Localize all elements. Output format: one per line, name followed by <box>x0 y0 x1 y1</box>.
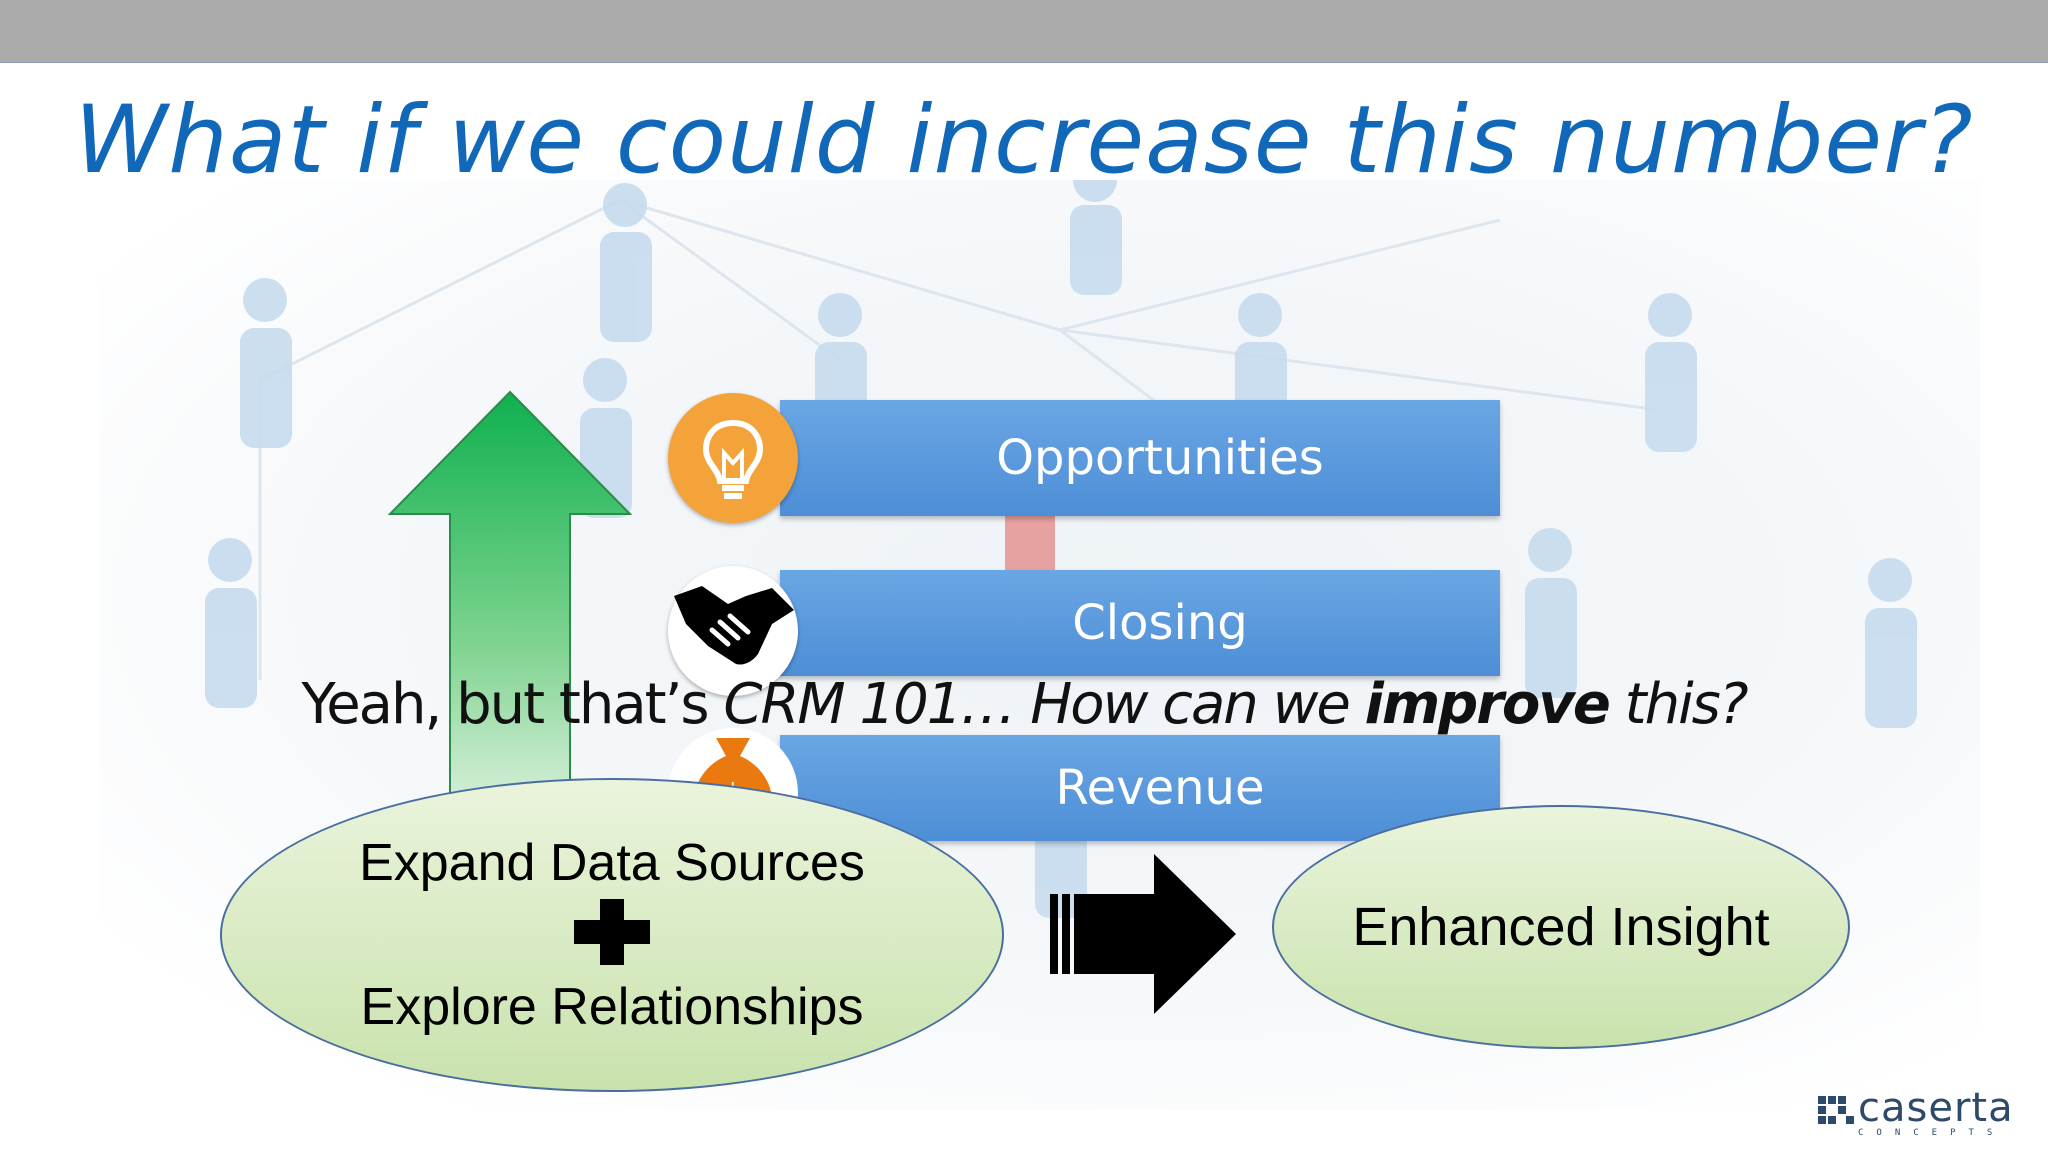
revenue-bar: Revenue <box>780 735 1500 841</box>
logo-tagline: CONCEPTS <box>1858 1128 2006 1138</box>
question-emphasis: improve <box>1364 672 1611 737</box>
lightbulb-icon <box>668 393 798 523</box>
slide-title: What if we could increase this number? <box>74 86 1974 195</box>
question-part-1: Yeah, but that’s <box>301 672 724 737</box>
opportunities-bar: Opportunities <box>780 400 1500 516</box>
right-ellipse: Enhanced Insight <box>1272 805 1850 1049</box>
enhanced-insight-label: Enhanced Insight <box>1352 897 1770 957</box>
question-part-2: CRM 101… How can we <box>723 672 1365 737</box>
expand-data-sources-label: Expand Data Sources <box>359 834 865 892</box>
caserta-logo: caserta CONCEPTS <box>1818 1088 2014 1138</box>
left-ellipse: Expand Data Sources Explore Relationship… <box>220 778 1004 1092</box>
top-bar <box>0 0 2048 63</box>
caserta-logo-mark <box>1818 1096 1854 1124</box>
up-arrow <box>387 390 633 810</box>
opportunities-label: Opportunities <box>996 430 1324 486</box>
plus-icon <box>574 899 650 965</box>
people-network-illustration <box>205 158 1917 918</box>
handshake-icon <box>668 566 798 696</box>
question-part-4: this? <box>1608 672 1749 737</box>
closing-bar: Closing <box>780 570 1500 676</box>
explore-relationships-label: Explore Relationships <box>360 978 864 1036</box>
closing-label: Closing <box>1072 595 1248 651</box>
revenue-label: Revenue <box>1055 760 1265 816</box>
overlay-question: Yeah, but that’s CRM 101… How can we imp… <box>0 672 2048 737</box>
logo-name: caserta <box>1858 1085 2014 1131</box>
right-arrow <box>1050 854 1236 1014</box>
